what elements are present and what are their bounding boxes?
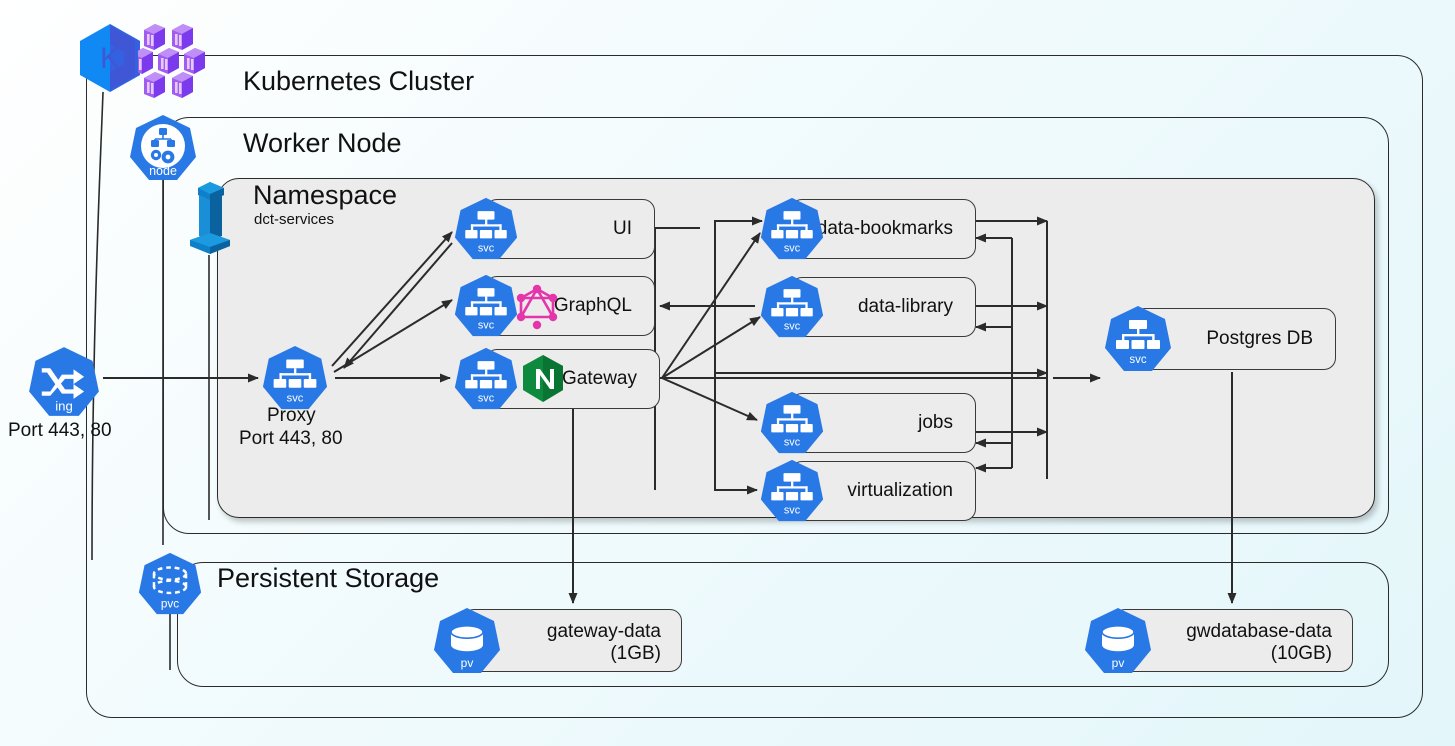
zone-namespace-title: Namespace [253, 180, 398, 210]
svc-icon-label-postgres: svc [1129, 354, 1147, 366]
svc-icon-label-gateway: svc [478, 393, 495, 405]
node-icon: node [128, 113, 198, 183]
ingress-icon: ing [27, 345, 101, 419]
service-label-data-library: data-library [857, 296, 953, 317]
service-label-virtualization: virtualization [847, 480, 953, 501]
service-card-data-library[interactable]: data-library [790, 277, 976, 337]
pv-icon-label-gwdatabase-data: pv [1112, 656, 1125, 670]
server-cubes-icon [138, 22, 210, 100]
volume-name-gateway-data: gateway-data [546, 621, 661, 642]
svc-icon-label-proxy: svc [287, 392, 304, 404]
svc-icon-jobs: svc [759, 390, 825, 456]
proxy-ports-label: Port 443, 80 [239, 428, 343, 449]
svc-icon-label-ui: svc [478, 243, 495, 255]
service-label-jobs: jobs [918, 412, 953, 433]
volume-card-gwdatabase-data[interactable]: gwdatabase-data (10GB) [1113, 609, 1353, 672]
svc-icon-label-data-library: svc [784, 321, 801, 333]
service-label-graphql: GraphQL [553, 295, 632, 316]
service-label-postgres: Postgres DB [1206, 328, 1313, 349]
svc-icon-graphql: svc [453, 273, 519, 339]
svg-text:K: K [100, 42, 120, 75]
svc-icon-label-jobs: svc [784, 437, 801, 449]
svc-icon-data-bookmarks: svc [759, 196, 825, 262]
zone-worker-node-title: Worker Node [243, 128, 402, 158]
svc-icon-ui: svc [453, 196, 519, 262]
nginx-icon [519, 353, 567, 405]
volume-label-gwdatabase-data: gwdatabase-data (10GB) [1186, 621, 1332, 666]
volume-size-gateway-data: (1GB) [610, 643, 661, 665]
svc-icon-label-data-bookmarks: svc [784, 243, 801, 255]
volume-size-gwdatabase-data: (10GB) [1270, 643, 1332, 665]
svc-icon-label-graphql: svc [478, 320, 495, 332]
zone-persistent-storage-title: Persistent Storage [217, 563, 440, 593]
svc-icon-data-library: svc [759, 274, 825, 340]
zone-kubernetes-cluster-title: Kubernetes Cluster [243, 66, 475, 96]
namespace-icon [182, 178, 238, 258]
kubernetes-cluster-icon: K [72, 20, 148, 96]
service-label-gateway: Gateway [562, 368, 637, 389]
volume-label-gateway-data: gateway-data (1GB) [547, 621, 661, 666]
ingress-port-label: Port 443, 80 [8, 420, 112, 441]
volume-name-gwdatabase-data: gwdatabase-data [1186, 621, 1332, 642]
graphql-icon [512, 281, 562, 331]
service-label-ui: UI [613, 218, 632, 239]
volume-card-gateway-data[interactable]: gateway-data (1GB) [462, 609, 682, 672]
pv-icon-gwdatabase-data: pv [1083, 606, 1153, 676]
pv-icon-gateway-data: pv [432, 606, 502, 676]
pv-icon-label-gateway-data: pv [461, 656, 474, 670]
zone-persistent-storage [177, 562, 1389, 687]
pvc-icon-label: pvc [161, 598, 179, 611]
node-icon-label: node [149, 164, 177, 178]
zone-namespace-subtitle: dct-services [254, 211, 335, 228]
pvc-icon: pvc [137, 551, 203, 617]
proxy-name-label: Proxy [267, 405, 316, 426]
svc-icon-gateway: svc [453, 346, 519, 412]
ingress-icon-label: ing [55, 399, 73, 414]
svc-icon-proxy: svc [261, 344, 329, 412]
svc-icon-postgres: svc [1103, 304, 1173, 374]
svc-icon-label-virtualization: svc [784, 505, 801, 517]
service-label-data-bookmarks: data-bookmarks [816, 218, 953, 239]
svc-icon-virtualization: svc [759, 458, 825, 524]
